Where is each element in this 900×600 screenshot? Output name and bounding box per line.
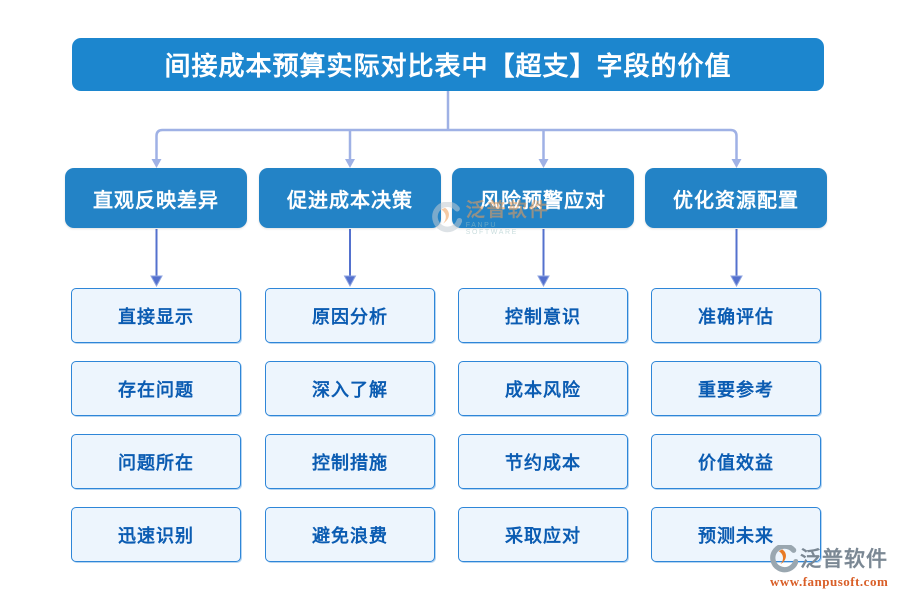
header-label: 直观反映差异: [93, 189, 219, 212]
item-box: 采取应对: [458, 507, 628, 562]
item-box: 控制措施: [265, 434, 435, 489]
header-label: 风险预警应对: [480, 189, 606, 212]
footer-brand: 泛普软件: [800, 547, 888, 571]
item-box: 预测未来: [651, 507, 821, 562]
item-label: 深入了解: [312, 379, 388, 400]
item-label: 问题所在: [118, 452, 194, 473]
item-label: 成本风险: [505, 379, 581, 400]
item-box: 重要参考: [651, 361, 821, 416]
footer-logo: 泛普软件 www.fanpusoft.com: [770, 545, 896, 590]
item-box: 避免浪费: [265, 507, 435, 562]
diagram-title: 间接成本预算实际对比表中【超支】字段的价值: [72, 38, 824, 91]
header-label: 优化资源配置: [673, 189, 799, 212]
header-box-2: 促进成本决策: [259, 168, 441, 228]
item-box: 准确评估: [651, 288, 821, 343]
item-label: 节约成本: [505, 452, 581, 473]
item-box: 价值效益: [651, 434, 821, 489]
item-box: 迅速识别: [71, 507, 241, 562]
item-label: 控制措施: [312, 452, 388, 473]
diagram-title-text: 间接成本预算实际对比表中【超支】字段的价值: [164, 51, 732, 81]
item-label: 原因分析: [312, 306, 388, 327]
item-label: 直接显示: [118, 306, 194, 327]
item-label: 重要参考: [698, 379, 774, 400]
footer-logo-top: 泛普软件: [770, 545, 896, 573]
header-box-1: 直观反映差异: [65, 168, 247, 228]
item-label: 存在问题: [118, 379, 194, 400]
item-label: 避免浪费: [312, 525, 388, 546]
item-box: 问题所在: [71, 434, 241, 489]
header-box-4: 优化资源配置: [645, 168, 827, 228]
footer-url: www.fanpusoft.com: [770, 574, 889, 589]
item-box: 直接显示: [71, 288, 241, 343]
item-box: 成本风险: [458, 361, 628, 416]
item-label: 控制意识: [505, 306, 581, 327]
item-box: 存在问题: [71, 361, 241, 416]
item-label: 准确评估: [698, 306, 774, 327]
header-label: 促进成本决策: [287, 189, 413, 212]
item-box: 控制意识: [458, 288, 628, 343]
fanpu-logo-icon: [770, 545, 798, 573]
item-box: 深入了解: [265, 361, 435, 416]
item-label: 价值效益: [698, 452, 774, 473]
item-box: 节约成本: [458, 434, 628, 489]
item-label: 预测未来: [698, 525, 774, 546]
header-box-3: 风险预警应对: [452, 168, 634, 228]
item-box: 原因分析: [265, 288, 435, 343]
item-label: 迅速识别: [118, 525, 194, 546]
item-label: 采取应对: [505, 525, 581, 546]
